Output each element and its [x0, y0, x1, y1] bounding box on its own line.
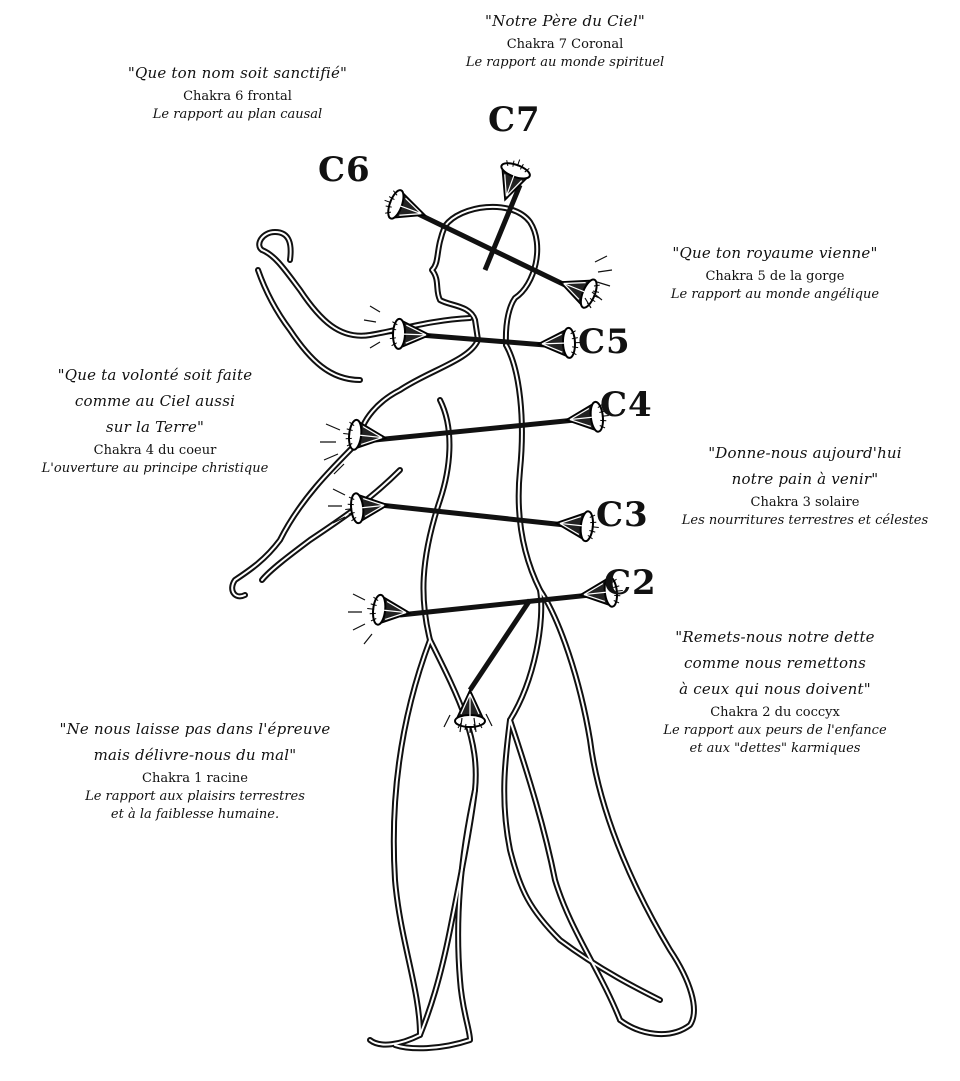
chakra-2-code: C2 — [604, 563, 657, 603]
chakra-6-flower-front-icon — [379, 186, 430, 229]
chakra-6-flower-back-icon — [554, 268, 605, 312]
chakra-2-prayer-line-3: à ceux qui nous doivent" — [615, 676, 935, 702]
chakra-1-name: Chakra 1 racine — [25, 770, 365, 788]
chakra-2-name: Chakra 2 du coccyx — [615, 704, 935, 722]
chakra-2-prayer-line-1: "Remets-nous notre dette — [615, 624, 935, 650]
chakra-2-description-line-1: Le rapport aux peurs de l'enfance — [615, 722, 935, 740]
chakra-3-prayer-line-1: "Donne-nous aujourd'hui — [650, 440, 960, 466]
chakra-5-name: Chakra 5 de la gorge — [620, 268, 930, 286]
chakra-3-code: C3 — [596, 495, 649, 535]
chakra-6-code: C6 — [318, 150, 371, 190]
chakra-6-name: Chakra 6 frontal — [85, 88, 390, 106]
chakra-3-name: Chakra 3 solaire — [650, 494, 960, 512]
chakra-6-prayer: "Que ton nom soit sanctifié" — [85, 60, 390, 86]
chakra-3-flower-back-icon — [554, 508, 600, 542]
chakra-4-name: Chakra 4 du coeur — [5, 442, 305, 460]
chakra-7-block: "Notre Père du Ciel" Chakra 7 Coronal Le… — [430, 8, 700, 72]
chakra-4-description: L'ouverture au principe christique — [5, 460, 305, 478]
chakra-2-flower-front-icon — [366, 594, 412, 628]
chakra-2-block: "Remets-nous notre dette comme nous reme… — [615, 624, 935, 758]
chakra-4-prayer-line-1: "Que ta volonté soit faite — [5, 362, 305, 388]
chakra-7-prayer: "Notre Père du Ciel" — [430, 8, 700, 34]
chakra-1-prayer-line-1: "Ne nous laisse pas dans l'épreuve — [25, 716, 365, 742]
chakra-5-block: "Que ton royaume vienne" Chakra 5 de la … — [620, 240, 930, 304]
chakra-3-description: Les nourritures terrestres et célestes — [650, 512, 960, 530]
chakra-7-code: C7 — [488, 100, 541, 140]
chakra-3-flower-front-icon — [344, 490, 390, 524]
chakra-4-prayer-line-3: sur la Terre" — [5, 414, 305, 440]
chakra-7-description: Le rapport au monde spirituel — [430, 54, 700, 72]
chakra-4-code: C4 — [600, 385, 653, 425]
chakra-1-description-line-2: et à la faiblesse humaine. — [25, 806, 365, 824]
chakra-2-prayer-line-2: comme nous remettons — [615, 650, 935, 676]
chakra-3-prayer-line-2: notre pain à venir" — [650, 466, 960, 492]
chakra-1-block: "Ne nous laisse pas dans l'épreuve mais … — [25, 716, 365, 824]
chakra-7-name: Chakra 7 Coronal — [430, 36, 700, 54]
chakra-1-description-line-1: Le rapport aux plaisirs terrestres — [25, 788, 365, 806]
chakra-4-block: "Que ta volonté soit faite comme au Ciel… — [5, 362, 305, 478]
chakra-5-prayer: "Que ton royaume vienne" — [620, 240, 930, 266]
chakra-1-prayer-line-2: mais délivre-nous du mal" — [25, 742, 365, 768]
chakra-6-description: Le rapport au plan causal — [85, 106, 390, 124]
chakra-5-code: C5 — [578, 322, 631, 362]
chakra-4-prayer-line-2: comme au Ciel aussi — [5, 388, 305, 414]
chakra-2-description-line-2: et aux "dettes" karmiques — [615, 740, 935, 758]
chakra-3-block: "Donne-nous aujourd'hui notre pain à ven… — [650, 440, 960, 530]
chakra-5-flower-back-icon — [537, 328, 581, 359]
chakra-6-block: "Que ton nom soit sanctifié" Chakra 6 fr… — [85, 60, 390, 124]
chakra-5-description: Le rapport au monde angélique — [620, 286, 930, 304]
